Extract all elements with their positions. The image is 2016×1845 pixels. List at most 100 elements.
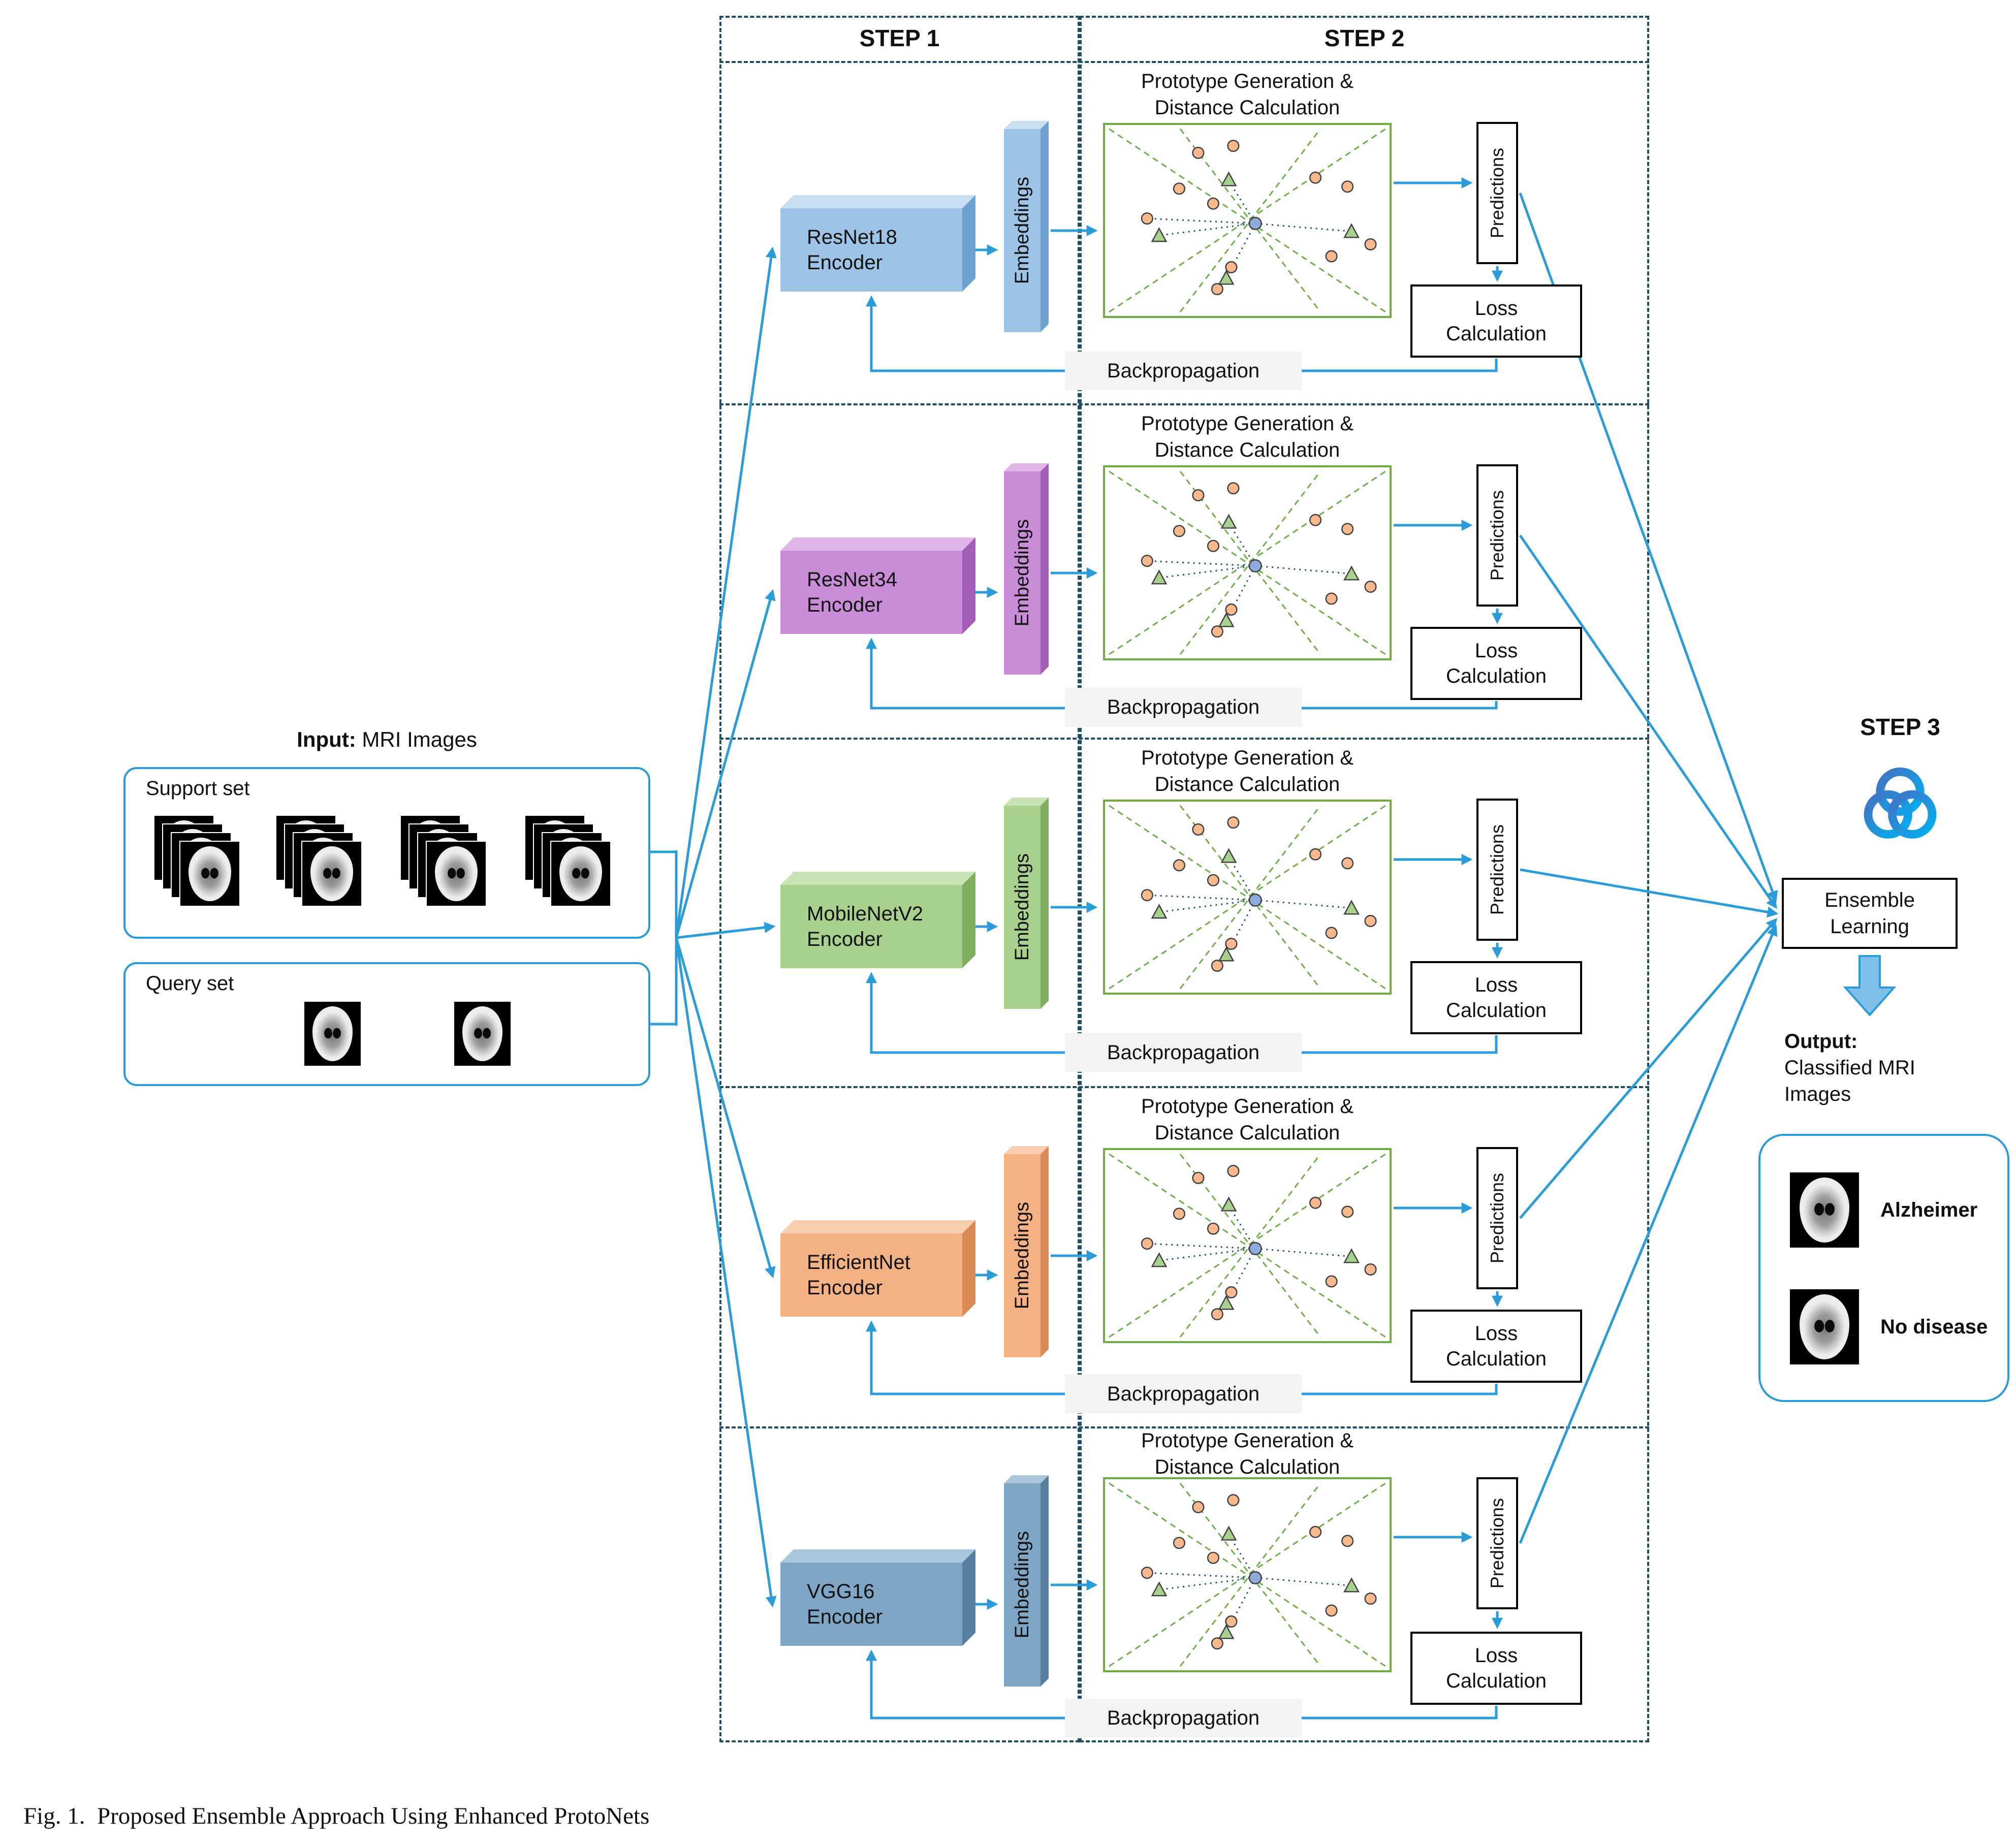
loss-calculation-box: Loss Calculation (1410, 1632, 1582, 1705)
proto-title-line2: Distance Calculation (1154, 773, 1340, 796)
prototype-distance-plot (1103, 123, 1392, 318)
step3-label: STEP 3 (1860, 714, 1940, 740)
backpropagation-box: Backpropagation (1065, 1375, 1302, 1413)
ensemble-learning-box: Ensemble Learning (1782, 878, 1958, 949)
proto-gen-title: Prototype Generation & Distance Calculat… (1103, 1427, 1392, 1480)
embeddings-box: Embeddings (1004, 1154, 1041, 1357)
proto-title-line2: Distance Calculation (1154, 97, 1340, 119)
pipeline-row-mobilenetv2: Prototype Generation & Distance Calculat… (719, 738, 1649, 1086)
class-label: No disease (1880, 1315, 1988, 1338)
encoder-box-mobilenetv2: MobileNetV2 Encoder (780, 885, 962, 968)
loss-line2: Calculation (1446, 1670, 1547, 1692)
loss-line2: Calculation (1446, 665, 1547, 687)
pipeline-row-resnet34: Prototype Generation & Distance Calculat… (719, 403, 1649, 738)
proto-gen-title: Prototype Generation & Distance Calculat… (1103, 1093, 1392, 1146)
loss-calculation-box: Loss Calculation (1410, 961, 1582, 1034)
pipeline-row-resnet18: Prototype Generation & Distance Calculat… (719, 61, 1649, 403)
loss-line1: Loss (1474, 1644, 1518, 1667)
mri-image (303, 1001, 362, 1067)
mri-image (453, 1001, 512, 1067)
loss-line1: Loss (1474, 640, 1518, 662)
embeddings-label: Embeddings (1011, 177, 1033, 284)
proto-title-line1: Prototype Generation & (1141, 1095, 1354, 1118)
prototype-distance-plot (1103, 1477, 1392, 1672)
encoder-box-resnet18: ResNet18 Encoder (780, 208, 962, 292)
proto-title-line1: Prototype Generation & (1141, 70, 1354, 92)
predictions-box: Predictions (1476, 1147, 1518, 1289)
predictions-box: Predictions (1476, 464, 1518, 607)
ensemble-knot-icon (1864, 767, 1937, 839)
embeddings-box: Embeddings (1004, 129, 1041, 332)
encoder-name: EfficientNet (807, 1251, 910, 1274)
predictions-box: Predictions (1476, 1477, 1518, 1609)
loss-line2: Calculation (1446, 1348, 1547, 1370)
figure-caption: Fig. 1. Proposed Ensemble Approach Using… (23, 1803, 650, 1829)
class-label: Alzheimer (1880, 1198, 1978, 1221)
mri-image (179, 841, 240, 907)
mri-image (426, 841, 487, 907)
embeddings-label: Embeddings (1011, 519, 1033, 627)
row-separator (719, 61, 1649, 63)
prototype-distance-plot (1103, 1148, 1392, 1343)
encoder-word: Encoder (807, 594, 883, 616)
predictions-label: Predictions (1487, 1498, 1507, 1589)
classified-output-box: Alzheimer No disease (1758, 1134, 2009, 1402)
row-separator (719, 1086, 1649, 1088)
proto-title-line2: Distance Calculation (1154, 1122, 1340, 1144)
step2-label: STEP 2 (1324, 25, 1405, 51)
proto-title-line1: Prototype Generation & (1141, 1429, 1354, 1452)
mri-stack (524, 815, 613, 909)
output-title-rest: Classified MRI Images (1784, 1057, 1915, 1105)
class-row-no-disease: No disease (1789, 1288, 1988, 1365)
embeddings-box: Embeddings (1004, 471, 1041, 675)
proto-gen-title: Prototype Generation & Distance Calculat… (1103, 68, 1392, 121)
row-separator (719, 403, 1649, 405)
backpropagation-box: Backpropagation (1065, 352, 1302, 390)
predictions-box: Predictions (1476, 122, 1518, 264)
ensemble-line2: Learning (1830, 915, 1909, 938)
step1-region (719, 16, 1080, 1742)
mri-image (1789, 1171, 1860, 1249)
encoder-word: Encoder (807, 928, 883, 950)
predictions-label: Predictions (1487, 490, 1507, 581)
mri-image (1789, 1288, 1860, 1365)
pipeline-row-efficientnet: Prototype Generation & Distance Calculat… (719, 1086, 1649, 1426)
proto-gen-title: Prototype Generation & Distance Calculat… (1103, 745, 1392, 798)
support-set-box: Support set (123, 767, 650, 939)
backpropagation-box: Backpropagation (1065, 1033, 1302, 1072)
class-row-alzheimer: Alzheimer (1789, 1171, 1977, 1249)
loss-line2: Calculation (1446, 999, 1547, 1022)
encoder-word: Encoder (807, 251, 883, 274)
ensemble-line1: Ensemble (1824, 889, 1915, 911)
loss-line2: Calculation (1446, 323, 1547, 345)
proto-title-line2: Distance Calculation (1154, 1456, 1340, 1478)
mri-image (301, 841, 362, 907)
mri-stack (153, 815, 242, 909)
encoder-word: Encoder (807, 1277, 883, 1299)
encoder-name: VGG16 (807, 1580, 875, 1603)
prototype-distance-plot (1103, 800, 1392, 995)
loss-calculation-box: Loss Calculation (1410, 1310, 1582, 1383)
output-title-bold: Output: (1784, 1030, 1858, 1053)
step1-label: STEP 1 (859, 25, 940, 51)
query-set-box: Query set (123, 962, 650, 1086)
embeddings-box: Embeddings (1004, 806, 1041, 1009)
backpropagation-box: Backpropagation (1065, 1699, 1302, 1737)
predictions-label: Predictions (1487, 824, 1507, 915)
mri-image (550, 841, 611, 907)
encoder-box-vgg16: VGG16 Encoder (780, 1563, 962, 1646)
loss-calculation-box: Loss Calculation (1410, 627, 1582, 700)
encoder-name: ResNet34 (807, 568, 897, 591)
embeddings-label: Embeddings (1011, 1202, 1033, 1310)
proto-gen-title: Prototype Generation & Distance Calculat… (1103, 410, 1392, 463)
mri-stack (275, 815, 364, 909)
predictions-label: Predictions (1487, 1172, 1507, 1264)
loss-line1: Loss (1474, 1322, 1518, 1345)
encoder-name: ResNet18 (807, 226, 897, 248)
proto-title-line1: Prototype Generation & (1141, 747, 1354, 769)
step2-region (1080, 16, 1649, 1742)
input-title-rest: MRI Images (356, 727, 477, 751)
encoder-name: MobileNetV2 (807, 903, 924, 925)
embeddings-box: Embeddings (1004, 1483, 1041, 1687)
query-set-label: Query set (146, 972, 234, 995)
